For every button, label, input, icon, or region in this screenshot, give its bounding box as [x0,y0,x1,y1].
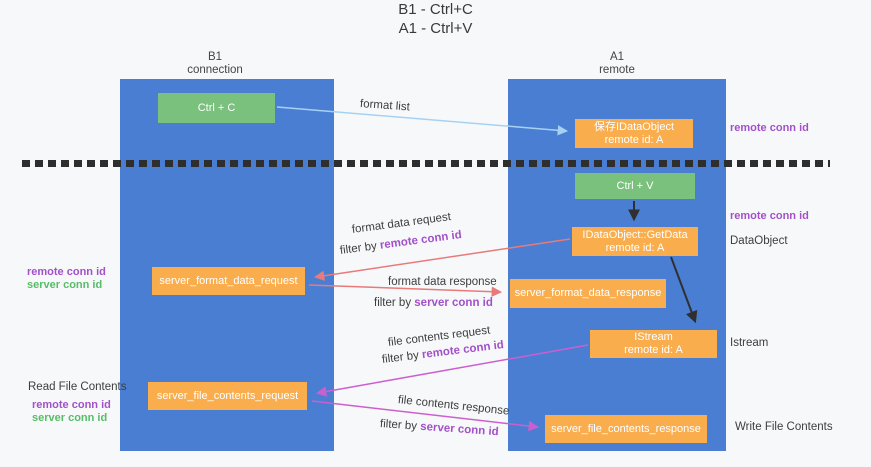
diagram-title: B1 - Ctrl+C A1 - Ctrl+V [0,0,871,38]
server-format-data-response-box: server_format_data_response [510,279,666,308]
server-file-contents-request-label: server_file_contents_request [156,389,299,402]
file-contents-response-label: file contents response [397,394,510,418]
server-conn-id-text: server conn id [419,420,500,439]
server-format-data-response-label: server_format_data_response [514,287,662,299]
left-column-header: B1 connection [130,51,300,77]
server-conn-id-text: server conn id [32,412,108,424]
remote-conn-id-annotation-top: remote conn id [730,122,809,134]
server-file-contents-response-box: server_file_contents_response [545,415,707,443]
istream-line1: IStream [634,331,673,343]
dataobject-annotation: DataObject [730,235,788,247]
left-column-role: connection [187,64,243,76]
read-file-contents-annotation: Read File Contents [28,381,127,393]
istream-box: IStream remote id: A [590,330,717,358]
filter-by-text: filter by [374,297,412,309]
idataobject-getdata-box: IDataObject::GetData remote id: A [572,227,698,256]
filter-by-text: filter by [339,240,378,257]
write-file-contents-annotation: Write File Contents [735,421,833,433]
server-file-contents-response-label: server_file_contents_response [551,422,701,435]
remote-conn-id-text: remote conn id [32,399,111,411]
filter-by-text: filter by [381,349,420,366]
istream-annotation: Istream [730,337,769,349]
right-column-header: A1 remote [532,51,702,77]
conn-id-annotation-left-1: remote conn id server conn id [27,266,106,292]
left-column-name: B1 [207,51,223,63]
format-list-label: format list [359,98,411,114]
server-format-data-request-box: server_format_data_request [152,267,305,295]
ctrl-c-label: Ctrl + C [197,101,236,114]
server-conn-id-text: server conn id [414,297,493,309]
istream-line2: remote id: A [624,344,683,356]
server-format-data-request-label: server_format_data_request [159,274,298,287]
save-idataobject-box: 保存IDataObject remote id: A [575,119,693,148]
remote-conn-id-text: remote conn id [27,266,106,278]
filter-by-text: filter by [379,418,418,433]
filter-by-server-conn-id-label-1: filter by server conn id [374,297,493,309]
remote-conn-id-text: remote conn id [379,229,463,252]
getdata-line1: IDataObject::GetData [582,228,688,241]
right-column-role: remote [599,64,635,76]
title-line-1: B1 - Ctrl+C [398,1,473,18]
conn-id-annotation-left-2: remote conn id server conn id [32,399,111,425]
server-file-contents-request-box: server_file_contents_request [148,382,307,410]
server-conn-id-text: server conn id [27,279,103,291]
right-column-name: A1 [609,51,625,63]
save-idataobject-line1: 保存IDataObject [593,120,675,133]
filter-by-server-conn-id-label-2: filter by server conn id [380,418,499,438]
ctrl-c-box: Ctrl + C [158,93,275,123]
save-idataobject-line2: remote id: A [604,133,664,146]
title-line-2: A1 - Ctrl+V [398,20,473,37]
getdata-line2: remote id: A [605,241,665,254]
dashed-divider-line [22,160,830,167]
ctrl-v-label: Ctrl + V [616,179,654,192]
remote-conn-id-annotation-mid: remote conn id [730,210,809,222]
format-data-response-label: format data response [388,276,497,288]
ctrl-v-box: Ctrl + V [575,173,695,199]
